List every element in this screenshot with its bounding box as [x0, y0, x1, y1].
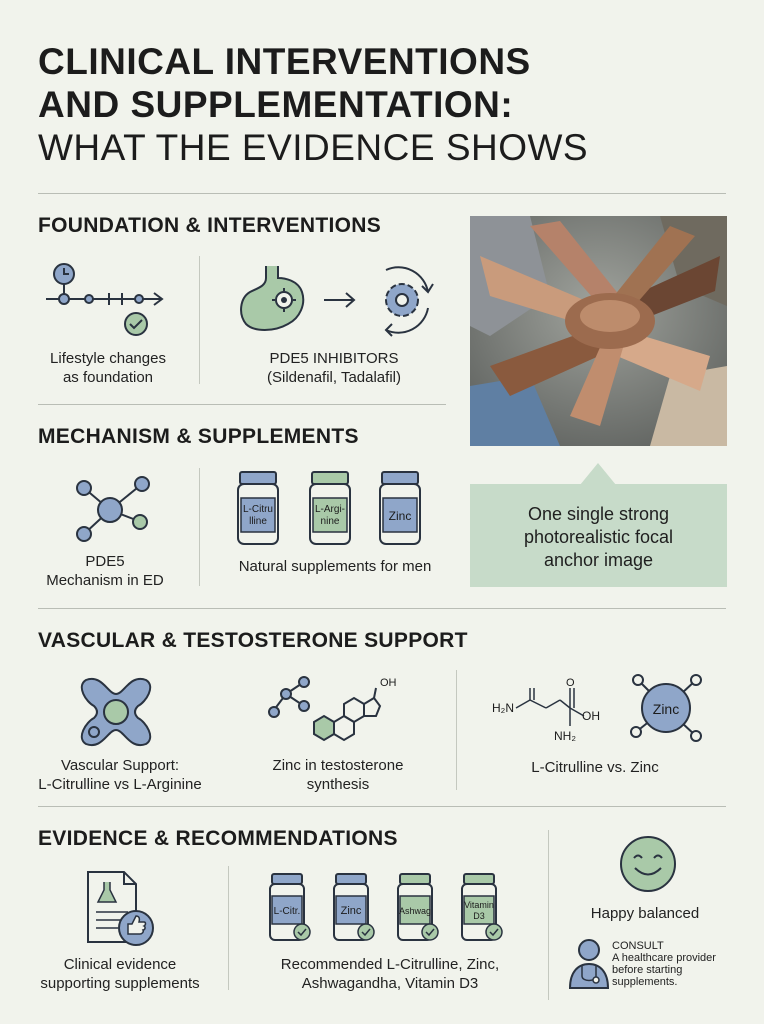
lifestyle-timeline-icon — [46, 263, 164, 336]
vascular-caption: Vascular Support: L-Citrulline vs L-Argi… — [38, 757, 202, 793]
happy-caption: Happy balanced — [590, 905, 700, 922]
vascular-vessel-icon — [80, 677, 152, 747]
svg-text:L-Argi-: L-Argi- — [315, 504, 345, 515]
bottle-vitamin-d3: Vitamin D3 — [461, 873, 503, 941]
svg-text:lline: lline — [249, 516, 267, 527]
supplement-bottles-icon: L-Citru lline L-Argi- nine Zinc — [237, 471, 421, 545]
doctor-icon — [568, 939, 610, 989]
happy-face-icon — [620, 836, 676, 892]
svg-text:nine: nine — [321, 516, 340, 527]
oh-label: OH — [380, 677, 397, 689]
divider — [199, 468, 200, 586]
oh2-label: OH — [582, 709, 600, 723]
lifestyle-caption: Lifestyle changes as foundation — [50, 350, 166, 386]
callout-box — [470, 484, 727, 587]
hands-together-photo — [470, 216, 727, 446]
testosterone-structure-icon: OH — [268, 676, 397, 742]
bottle-zinc: Zinc — [379, 471, 421, 545]
consult-note: CONSULT A healthcare provider before sta… — [612, 940, 716, 988]
title-line-2: AND SUPPLEMENTATION: — [38, 84, 514, 125]
recommended-bottles-icon: L-Citr. Zinc Ashwag Vitamin D3 — [269, 873, 503, 941]
svg-text:L-Citr.: L-Citr. — [274, 906, 301, 917]
svg-text:Zinc: Zinc — [389, 509, 412, 523]
divider — [38, 608, 726, 609]
mechanism-caption: PDE5 Mechanism in ED — [46, 553, 164, 589]
bottle-l-citr: L-Citr. — [269, 873, 311, 941]
bottle-l-citrulline: L-Citru lline — [237, 471, 279, 545]
stacked-hands-image — [470, 216, 727, 446]
nh2-label: NH₂ — [554, 729, 576, 743]
svg-text:Ashwag: Ashwag — [399, 906, 431, 916]
title-line-3: WHAT THE EVIDENCE SHOWS — [38, 127, 589, 168]
svg-text:D3: D3 — [473, 911, 485, 921]
divider — [548, 830, 549, 1000]
callout-text: One single strong photorealistic focal a… — [523, 504, 674, 570]
clinical-evidence-caption: Clinical evidence supporting supplements — [40, 956, 200, 992]
section-heading-vascular: VASCULAR & TESTOSTERONE SUPPORT — [38, 629, 468, 652]
bottle-l-arginine: L-Argi- nine — [309, 471, 351, 545]
zinc-atom-icon: Zinc — [630, 674, 702, 742]
molecule-network-icon — [76, 476, 150, 542]
pde5-caption: PDE5 INHIBITORS (Sildenafil, Tadalafil) — [267, 350, 401, 386]
title-line-1: CLINICAL INTERVENTIONS — [38, 41, 531, 82]
section-heading-mechanism: MECHANISM & SUPPLEMENTS — [38, 425, 359, 448]
zinc-testosterone-caption: Zinc in testosterone synthesis — [272, 757, 404, 793]
callout-pointer — [580, 463, 616, 485]
compare-caption: L-Citrulline vs. Zinc — [531, 759, 659, 776]
supplements-caption: Natural supplements for men — [238, 558, 432, 575]
divider — [199, 256, 200, 384]
section-heading-foundation: FOUNDATION & INTERVENTIONS — [38, 214, 382, 237]
divider — [38, 806, 726, 807]
svg-text:Zinc: Zinc — [341, 905, 362, 917]
divider — [456, 670, 457, 790]
h2n-label: H₂N — [492, 701, 514, 715]
page-title: CLINICAL INTERVENTIONS AND SUPPLEMENTATI… — [38, 40, 738, 169]
bottle-ashwagandha: Ashwag — [397, 873, 439, 941]
svg-text:O: O — [566, 678, 575, 689]
section-heading-evidence: EVIDENCE & RECOMMENDATIONS — [38, 827, 398, 850]
divider — [38, 193, 726, 194]
clinical-document-icon — [87, 871, 154, 946]
zinc-label: Zinc — [653, 701, 679, 717]
bottle-zinc-rec: Zinc — [333, 873, 375, 941]
citrulline-structure-icon: H₂N O OH NH₂ — [492, 678, 600, 743]
divider — [38, 404, 446, 405]
pde5-inhibitor-icon — [240, 266, 434, 337]
svg-text:Vitamin: Vitamin — [464, 900, 494, 910]
svg-text:L-Citru: L-Citru — [243, 504, 273, 515]
divider — [228, 866, 229, 990]
recommended-caption: Recommended L-Citrulline, Zinc, Ashwagan… — [280, 956, 500, 992]
